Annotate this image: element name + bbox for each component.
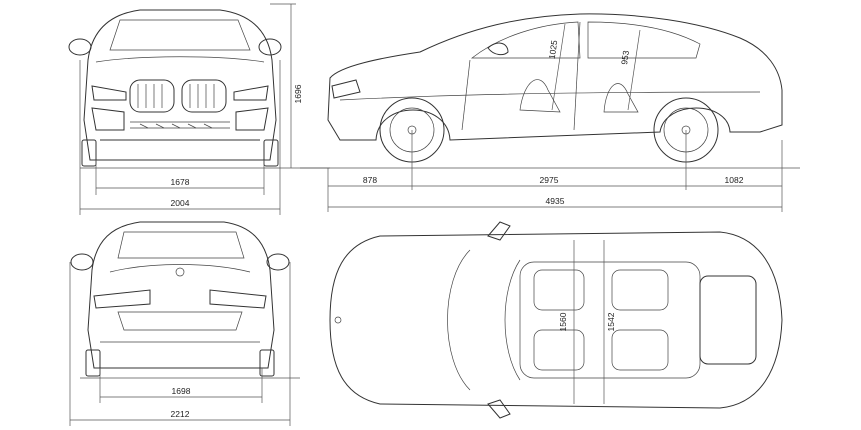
top-view: 1560 1542: [329, 221, 783, 419]
front-shoulder-label: 1560: [558, 312, 568, 331]
front-left-mirror: [68, 38, 92, 56]
rear-dimensions: 1698 2212: [69, 262, 291, 426]
rear-logo-icon: [175, 267, 185, 277]
side-view: 1025 953: [327, 13, 783, 163]
rear-headroom-label: 953: [619, 50, 631, 66]
front-right-headlight: [233, 85, 269, 101]
rear-left-mirror: [70, 253, 94, 271]
rear-track-label: 1698: [172, 386, 191, 396]
front-left-headlight: [91, 85, 127, 101]
rear-left-taillight: [93, 289, 151, 309]
rear-shoulder-label: 1542: [606, 312, 616, 331]
top-logo-icon: [334, 316, 342, 324]
width-with-mirrors-label: 2212: [171, 409, 190, 419]
front-dimensions: 1678 2004 1696: [79, 3, 303, 215]
rear-right-taillight: [209, 289, 267, 309]
wheelbase-label: 2975: [540, 175, 559, 185]
height-label: 1696: [293, 84, 303, 103]
front-headroom-label: 1025: [547, 39, 560, 59]
front-track-label: 1678: [171, 177, 190, 187]
top-rear-window: [699, 275, 757, 365]
rear-view: [70, 221, 300, 379]
kidney-grille-left: [129, 79, 175, 113]
rear-right-mirror: [266, 253, 290, 271]
front-right-mirror: [258, 38, 282, 56]
front-width-label: 2004: [171, 198, 190, 208]
front-overhang-label: 878: [363, 175, 377, 185]
front-view: [68, 9, 330, 169]
rear-overhang-label: 1082: [725, 175, 744, 185]
kidney-grille-right: [181, 79, 227, 113]
side-dimensions: 878 2975 1082 4935: [300, 130, 800, 212]
overall-length-label: 4935: [546, 196, 565, 206]
